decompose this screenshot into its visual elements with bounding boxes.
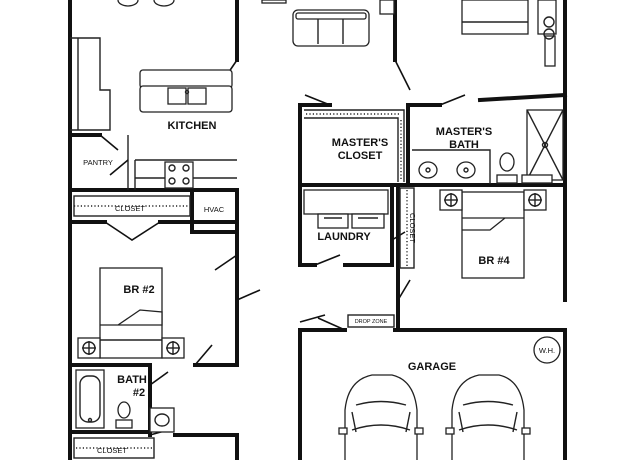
washer-icon (317, 213, 349, 229)
closet-laundry: CLOSET (399, 187, 417, 269)
fireplace-icon (261, 0, 287, 4)
linen-shelf (521, 174, 553, 184)
laundry: LAUNDRY (303, 189, 389, 243)
master-closet: MASTER'S CLOSET (304, 109, 405, 182)
tv-icon (379, 0, 395, 15)
bed-icon (99, 267, 163, 359)
bed-icon (461, 0, 529, 35)
room-label-bath2-line1: BATH (117, 374, 147, 386)
sink-icon (187, 87, 207, 105)
garage: W.H. GARAGE (338, 336, 561, 460)
sink-icon (456, 161, 476, 179)
bedroom-4: BR #4 (439, 189, 547, 279)
great-room (117, 0, 395, 47)
shower-icon (526, 109, 564, 181)
room-label-closet: CLOSET (115, 204, 145, 213)
sink-icon (149, 407, 175, 433)
closet-1: CLOSET HVAC (73, 195, 225, 217)
doors (99, 59, 466, 436)
nightstand-icon (161, 337, 185, 359)
room-label-master-closet-line2: CLOSET (338, 150, 383, 162)
bed-icon (461, 191, 525, 279)
room-label-kitchen: KITCHEN (168, 120, 217, 132)
master-bath: MASTER'S BATH (412, 109, 564, 184)
nightstand-icon (77, 337, 101, 359)
room-label-closet: CLOSET (408, 213, 417, 243)
chair-icon (153, 0, 175, 7)
nightstand-icon (439, 189, 463, 211)
water-heater-label: W.H. (539, 346, 555, 355)
room-label-closet: CLOSET (97, 446, 127, 455)
dryer-icon (351, 213, 385, 229)
room-label-br4: BR #4 (478, 255, 510, 267)
toilet-icon (115, 401, 133, 429)
sink-icon (418, 161, 438, 179)
chair-icon (117, 0, 139, 7)
room-label-master-bath-line2: BATH (449, 139, 479, 151)
room-label-master-closet-line1: MASTER'S (332, 137, 388, 149)
drop-zone: DROP ZONE (347, 314, 395, 328)
sink-icon (167, 87, 187, 105)
nightstand-icon (523, 189, 547, 211)
bedroom-2: BR #2 (77, 267, 185, 359)
room-label-hvac: HVAC (204, 205, 225, 214)
bathtub-icon (75, 369, 105, 429)
room-label-master-bath-line1: MASTER'S (436, 126, 492, 138)
room-label-laundry: LAUNDRY (317, 231, 371, 243)
kitchen-island (139, 69, 233, 113)
cooktop-icon (164, 161, 194, 189)
sofa-icon (292, 9, 370, 47)
kitchen: KITCHEN PANTRY (70, 37, 237, 190)
room-label-pantry: PANTRY (83, 158, 113, 167)
car-icon (338, 374, 424, 460)
dresser-icon (544, 35, 556, 67)
water-heater-icon: W.H. (533, 336, 561, 364)
closet-2: CLOSET (73, 437, 155, 459)
room-label-drop-zone: DROP ZONE (355, 319, 388, 325)
bathroom-2: BATH #2 (75, 369, 175, 433)
master-bedroom (461, 0, 557, 67)
car-icon (445, 374, 531, 460)
room-label-br2: BR #2 (123, 284, 154, 296)
room-label-garage: GARAGE (408, 361, 456, 373)
toilet-icon (496, 152, 518, 184)
laundry-shelf (303, 189, 389, 215)
room-label-bath2-line2: #2 (133, 387, 145, 399)
